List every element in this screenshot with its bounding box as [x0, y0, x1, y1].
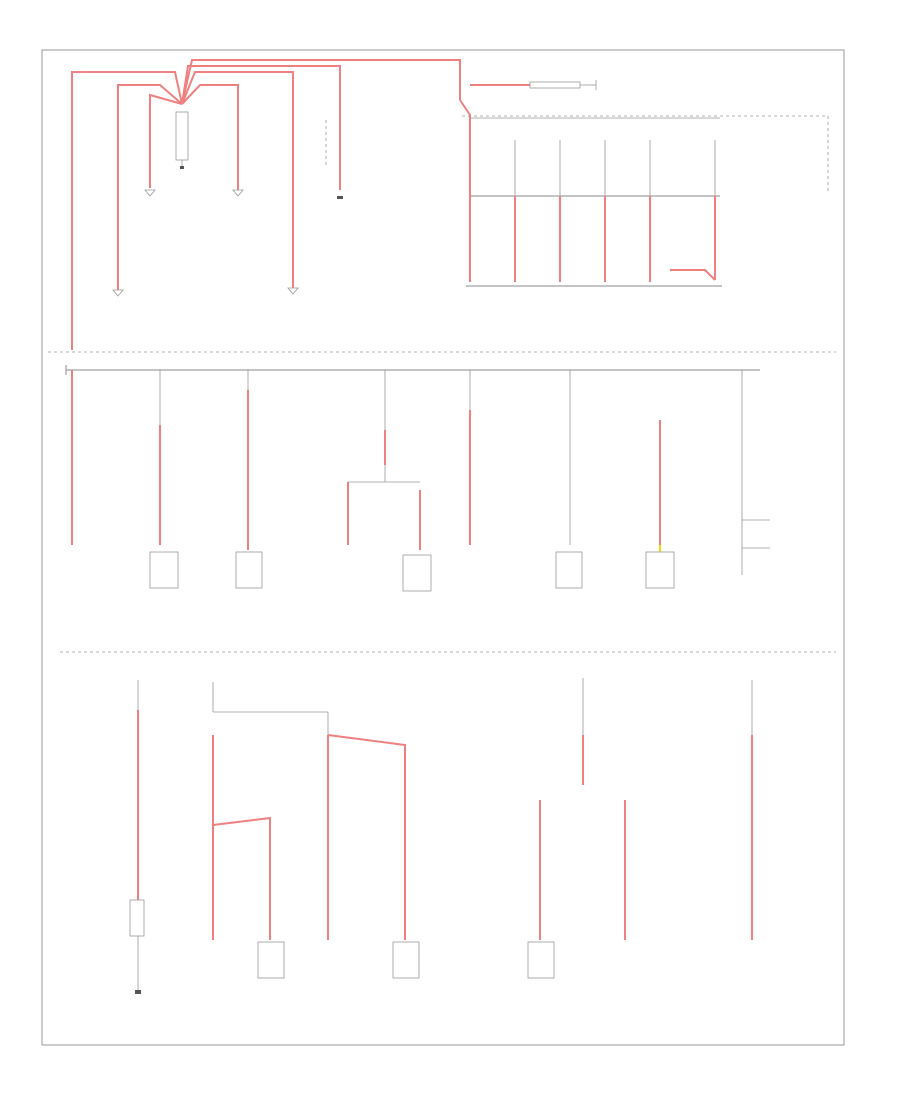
- bottom-branch-2a: [212, 816, 271, 940]
- fuse-block-main-feed: [459, 99, 471, 282]
- component-box-6: [257, 941, 285, 979]
- component-box-3: [402, 554, 432, 592]
- component-box-4: [555, 551, 583, 589]
- relay-box: [129, 899, 145, 937]
- bottom-section: [60, 651, 836, 994]
- bottom-branch-4: [327, 734, 406, 940]
- battery-feed-wire-1: [71, 71, 183, 350]
- component-box-1: [149, 551, 179, 589]
- battery-feed-wire-4: [181, 84, 239, 190]
- fuse-arrow-1: [144, 189, 156, 197]
- diagram-frame: [41, 49, 845, 1046]
- middle-section: [48, 351, 836, 592]
- component-box-8: [527, 941, 555, 979]
- battery-feed-wire-2: [117, 84, 183, 290]
- fuse-arrow-4: [287, 287, 299, 295]
- component-box-7: [392, 941, 420, 979]
- fuse-arrow-3: [112, 289, 124, 297]
- battery-feed-wire-7: [181, 65, 341, 105]
- ground-node: [135, 990, 141, 994]
- battery-symbol: [175, 111, 189, 161]
- battery-feed-wire-6: [181, 59, 461, 105]
- top-section: [71, 59, 829, 350]
- fuse-arrow-2: [232, 189, 244, 197]
- component-box-5: [645, 551, 675, 589]
- battery-feed-wire-5: [181, 71, 294, 288]
- component-box-2: [235, 551, 263, 589]
- battery-feed-wire-3: [149, 93, 183, 188]
